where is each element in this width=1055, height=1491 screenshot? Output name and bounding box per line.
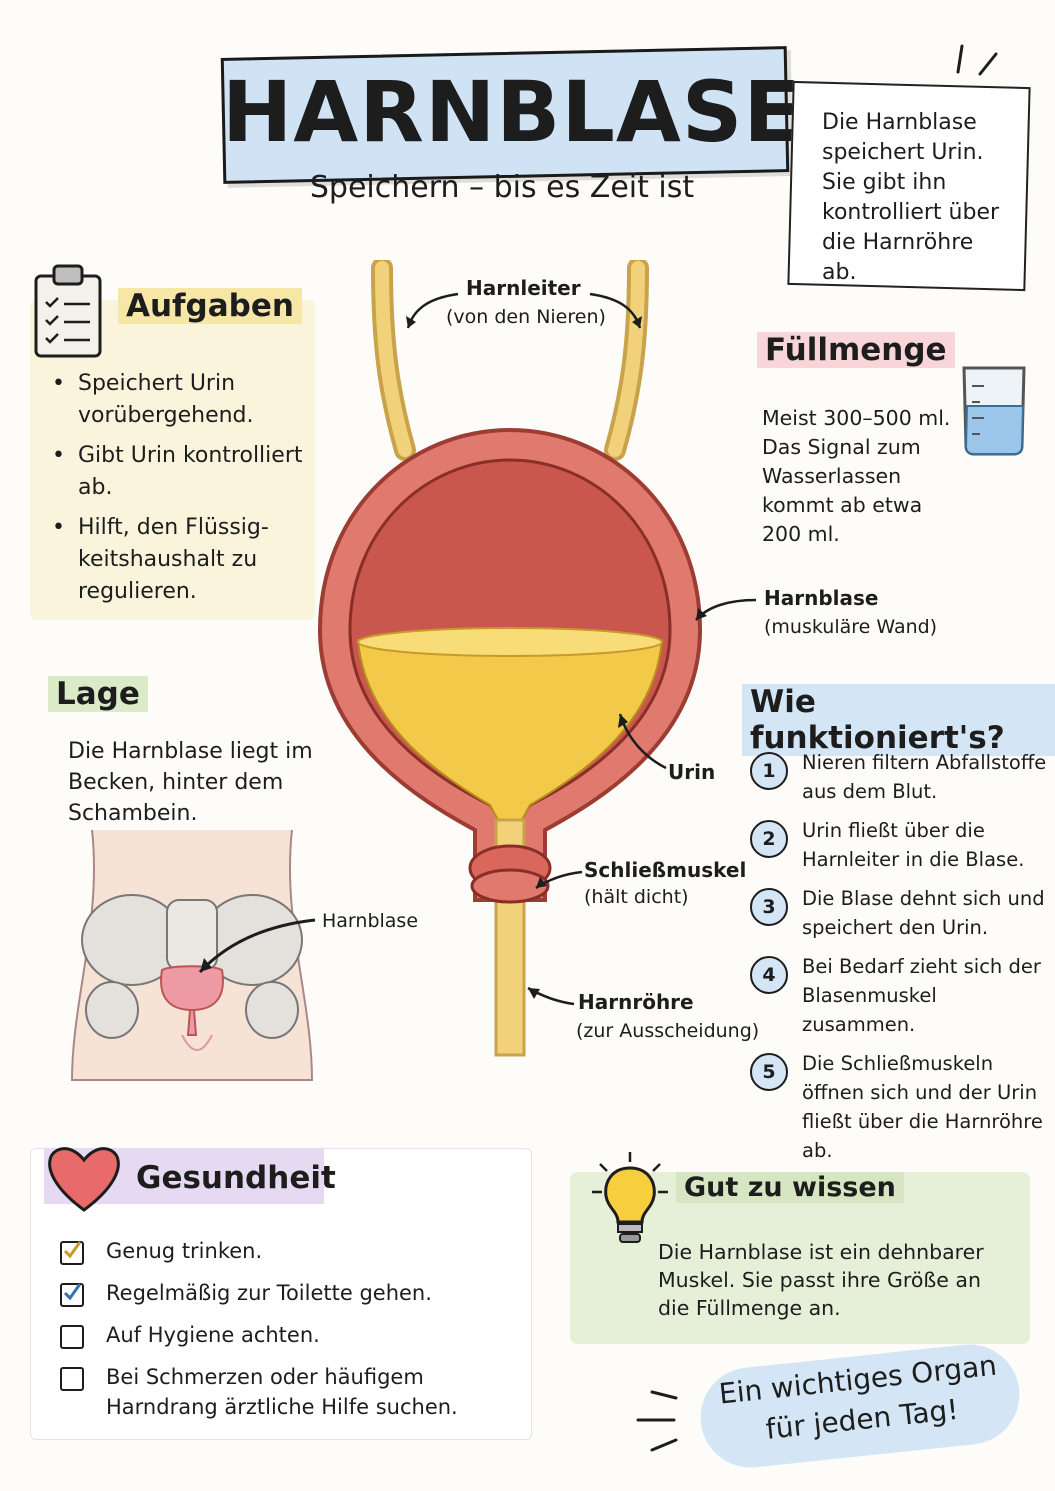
step-item: 3 Die Blase dehnt sich und speichert den …: [750, 884, 1050, 942]
gut-zu-wissen-heading: Gut zu wissen: [676, 1172, 904, 1203]
harnleiter-arrows-icon: [406, 292, 642, 329]
aufgaben-item: Hilft, den Flüssig-keitshaushalt zu regu…: [48, 512, 308, 608]
lightbulb-icon: [592, 1152, 668, 1243]
checklist-text: Genug trinken.: [106, 1239, 263, 1263]
harnroehre-arrow-icon: [527, 986, 575, 1006]
pelvis-illustration: [70, 830, 314, 1081]
accent-strokes-footer-icon: [636, 1390, 678, 1452]
step-number: 4: [750, 956, 788, 994]
urin-arrow-icon: [618, 713, 667, 770]
pelvis-harnblase-label: Harnblase: [322, 910, 419, 932]
intro-note-text: Die Harnblase speichert Urin. Sie gibt i…: [822, 110, 1000, 285]
step-text: Nieren filtern Abfallstoffe aus dem Blut…: [802, 751, 1047, 803]
urin-label: Urin: [668, 760, 716, 784]
step-number: 5: [750, 1053, 788, 1091]
step-item: 1 Nieren filtern Abfallstoffe aus dem Blu…: [750, 748, 1050, 806]
gesundheit-checklist: Genug trinken. Regelmäßig zur Toilette g…: [60, 1236, 530, 1434]
step-text: Die Schließmuskeln öffnen sich und der U…: [802, 1052, 1043, 1162]
checklist-item: Genug trinken.: [60, 1236, 530, 1266]
aufgaben-item: Gibt Urin kontrolliert ab.: [48, 440, 308, 504]
schliessmuskel-sublabel: (hält dicht): [584, 886, 689, 908]
beaker-icon: [962, 366, 1026, 456]
aufgaben-item: Speichert Urin vorübergehend.: [48, 368, 308, 432]
step-number: 2: [750, 820, 788, 858]
harnleiter-label: Harnleiter: [466, 276, 581, 300]
step-number: 3: [750, 888, 788, 926]
page-subtitle: Speichern – bis es Zeit ist: [309, 170, 695, 205]
page-title: HARNBLASE: [222, 63, 802, 161]
fuellmenge-heading: Füllmenge: [757, 332, 955, 368]
accent-strokes-icon: [956, 44, 998, 76]
wie-heading: Wie funktioniert's?: [742, 684, 1055, 756]
step-item: 2 Urin fließt über die Harnleiter in die …: [750, 816, 1050, 874]
checkbox-empty-icon: [60, 1325, 84, 1349]
checklist-item: Bei Schmerzen oder häufigem Harndrang är…: [60, 1362, 530, 1422]
checkbox-empty-icon: [60, 1367, 84, 1391]
step-text: Urin fließt über die Harnleiter in die B…: [802, 819, 1025, 871]
checklist-text: Auf Hygiene achten.: [106, 1323, 320, 1347]
step-item: 5 Die Schließmuskeln öffnen sich und der …: [750, 1049, 1050, 1165]
checkbox-checked-icon: [60, 1283, 84, 1307]
steps-list: 1 Nieren filtern Abfallstoffe aus dem Blu…: [750, 748, 1050, 1175]
aufgaben-heading: Aufgaben: [118, 288, 302, 324]
gut-zu-wissen-text: Die Harnblase ist ein dehnbarer Muskel. …: [658, 1240, 984, 1320]
checklist-item: Regelmäßig zur Toilette gehen.: [60, 1278, 530, 1308]
checklist-text: Bei Schmerzen oder häufigem Harndrang är…: [106, 1365, 458, 1419]
step-text: Bei Bedarf zieht sich der Blasenmuskel z…: [802, 955, 1041, 1036]
harnblase-label: Harnblase: [764, 586, 879, 610]
lage-heading: Lage: [48, 676, 148, 712]
harnroehre-label: Harnröhre: [578, 990, 694, 1014]
harnblase-arrow-icon: [695, 598, 757, 621]
step-number: 1: [750, 752, 788, 790]
heart-icon: [48, 1147, 120, 1212]
step-item: 4 Bei Bedarf zieht sich der Blasenmuskel …: [750, 952, 1050, 1039]
clipboard-icon: [34, 264, 102, 358]
lage-text: Die Harnblase liegt im Becken, hinter de…: [68, 739, 313, 826]
schliessmuskel-arrow-icon: [535, 870, 583, 890]
gesundheit-heading: Gesundheit: [136, 1160, 336, 1196]
harnblase-pointer-arrow-icon: [198, 918, 316, 974]
harnroehre-sublabel: (zur Ausscheidung): [576, 1020, 760, 1042]
checklist-text: Regelmäßig zur Toilette gehen.: [106, 1281, 432, 1305]
aufgaben-list: Speichert Urin vorübergehend. Gibt Urin …: [48, 368, 308, 616]
pelvis-bladder-shape: [160, 965, 224, 1012]
bladder-diagram: [317, 260, 703, 1057]
harnblase-sublabel: (muskuläre Wand): [764, 616, 938, 638]
checklist-item: Auf Hygiene achten.: [60, 1320, 530, 1350]
schliessmuskel-label: Schließmuskel: [584, 858, 747, 882]
fuellmenge-text: Meist 300–500 ml. Das Signal zum Wasserl…: [762, 406, 951, 546]
step-text: Die Blase dehnt sich und speichert den U…: [802, 887, 1045, 939]
harnleiter-sublabel: (von den Nieren): [446, 306, 606, 328]
checkbox-checked-icon: [60, 1241, 84, 1265]
